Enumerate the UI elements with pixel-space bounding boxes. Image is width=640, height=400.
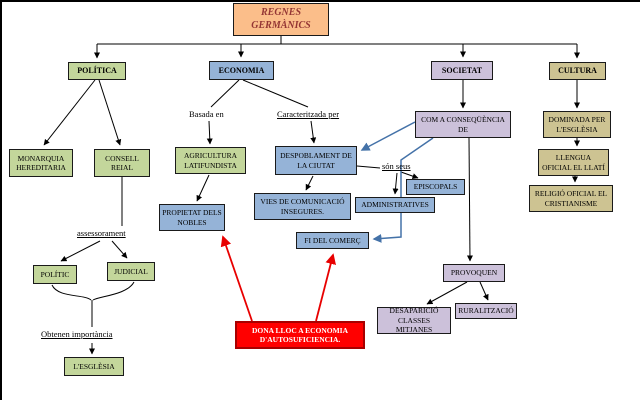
edge-sonseus-administratives xyxy=(392,172,399,195)
node-regnes-germanics: REGNES GERMÀNICS xyxy=(233,3,329,36)
label-caracteritzada-per: Caracteritzada per xyxy=(277,109,340,119)
node-episcopals: EPISCOPALS xyxy=(406,179,465,195)
edge-donalloc-ficomerc-red xyxy=(315,253,336,322)
brace-left xyxy=(51,284,92,301)
node-judicial: JUDICIAL xyxy=(107,262,155,281)
node-esglesia: L'ESGLÈSIA xyxy=(64,357,124,376)
node-vies-comunicacio: VIES DE COMUNICACIÓ INSEGURES. xyxy=(254,193,351,220)
node-desaparicio-classes: DESAPARICIÓ CLASSES MITJANES xyxy=(377,306,451,334)
label-obtenen-importancia: Obtenen importància xyxy=(41,329,113,339)
edge-politica-monarquia xyxy=(43,79,96,146)
node-cultura: CULTURA xyxy=(549,62,606,80)
label-assessorament: assessorament xyxy=(77,228,126,238)
edge-assessorament-judicial xyxy=(111,240,128,259)
node-economia: ECONOMIA xyxy=(209,61,274,80)
edge-sonseus-episcopals xyxy=(400,171,419,179)
label-basada-en: Basada en xyxy=(189,109,224,119)
edge-provoquen-desaparicio xyxy=(426,281,468,305)
label-son-seus: són seus xyxy=(382,161,411,171)
node-monarquia-hereditaria: MONARQUIA HEREDITARIA xyxy=(9,149,73,177)
node-politic: POLÍTIC xyxy=(33,265,77,284)
node-dona-lloc-autosuficiencia: DONA LLOC A ECONOMIA D'AUTOSUFICIENCIA. xyxy=(235,321,365,349)
edge-provoquen-ruralitzacio xyxy=(479,281,489,301)
edge-consequencia-despoblament-blue xyxy=(360,121,416,151)
edge-consequencia-provoquen xyxy=(466,137,473,262)
node-religio-cristianisme: RELIGIÓ OFICIAL EL CRISTIANISME xyxy=(529,185,613,212)
node-administratives: ADMINISTRATIVES xyxy=(355,197,435,213)
node-agricultura-latifundista: AGRICULTURA LATIFUNDISTA xyxy=(175,147,246,174)
node-com-a-consequencia: COM A CONSEQÜÈNCIA DE xyxy=(415,111,511,138)
edge-politica-consell xyxy=(98,79,122,146)
node-societat: SOCIETAT xyxy=(431,61,493,80)
edge-caracteritzada-despoblament xyxy=(310,120,317,144)
edge-despoblament-vies xyxy=(305,175,314,191)
edge-donalloc-propietat-red xyxy=(220,235,253,322)
node-consell-reial: CONSELL REIAL xyxy=(94,149,150,177)
edge-agricultura-propietat xyxy=(196,174,210,202)
node-fi-del-comerc: FI DEL COMERÇ xyxy=(296,232,369,249)
frame-top-line xyxy=(0,0,640,2)
edge-basada-agricultura xyxy=(206,120,213,145)
edge-economia-caracteritzada xyxy=(242,79,309,108)
edge-despoblament-sonseus xyxy=(356,165,381,169)
node-llengua-llati: LLENGUA OFICIAL EL LLATÍ xyxy=(538,149,609,176)
node-propietat-dels-nobles: PROPIETAT DELS NOBLES xyxy=(159,204,225,231)
edge-economia-basada xyxy=(210,79,240,108)
node-politica: POLÍTICA xyxy=(68,62,126,80)
edge-assessorament-politic xyxy=(60,240,101,262)
node-provoquen: PROVOQUEN xyxy=(443,264,505,282)
node-dominada-esglesia: DOMINADA PER L'ESGLÈSIA xyxy=(543,111,611,138)
node-despoblament-ciutat: DESPOBLAMENT DE LA CIUTAT xyxy=(275,146,357,175)
node-ruralitzacio: RURALITZACIÓ xyxy=(455,303,517,319)
brace-right xyxy=(92,281,135,301)
frame-left-line xyxy=(0,0,2,400)
